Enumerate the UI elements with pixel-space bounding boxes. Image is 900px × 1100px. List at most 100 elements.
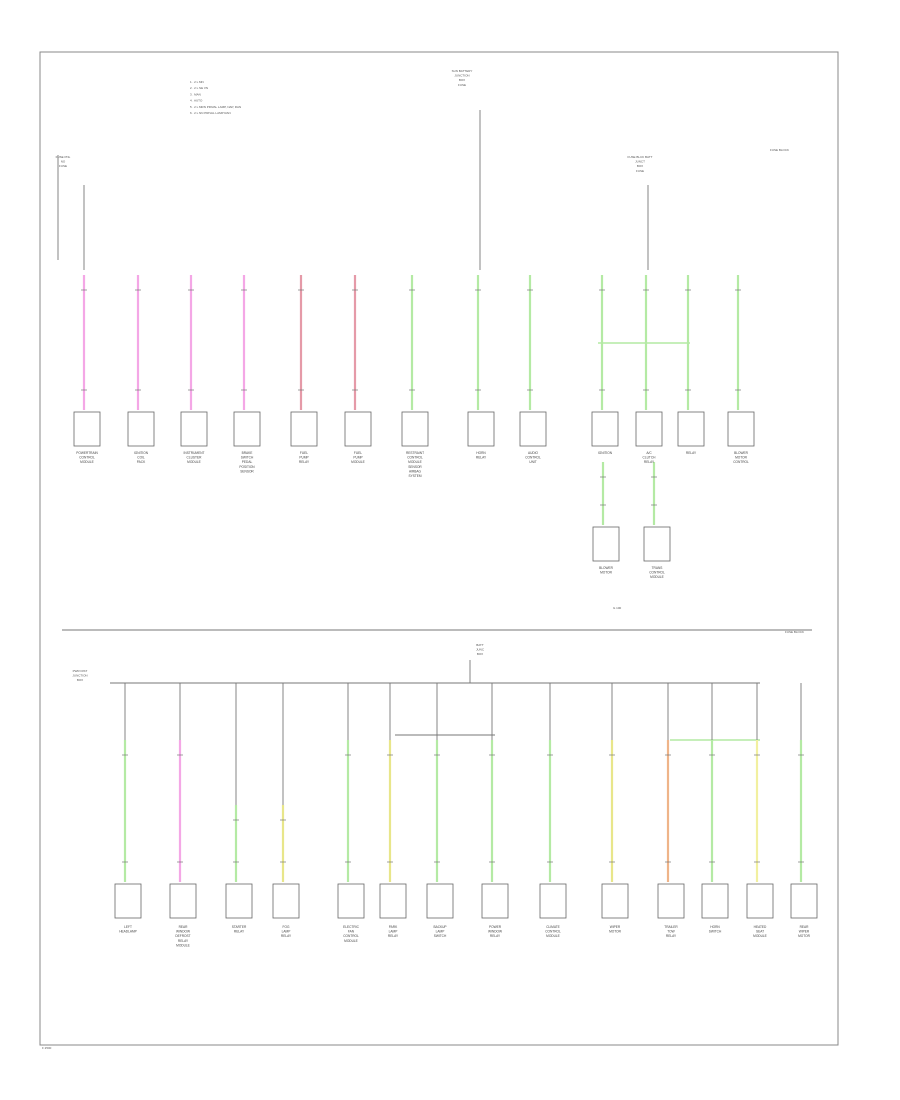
- src-right-line: FUSE: [636, 169, 644, 173]
- component-label: HORN: [476, 451, 486, 455]
- component-t1: [73, 411, 101, 447]
- component-b4: [272, 883, 300, 919]
- component-label: PEDAL: [242, 460, 253, 464]
- component-label: PUMP: [353, 456, 362, 460]
- component-label: RELAY: [644, 460, 655, 464]
- component-b1: [114, 883, 142, 919]
- bsrc-center-line: BATT: [476, 643, 484, 647]
- component-label: PACK: [137, 460, 146, 464]
- component-t5: [290, 411, 318, 447]
- component-label: ELECTRIC: [343, 925, 359, 929]
- component-label: CONTROL: [733, 460, 749, 464]
- component-label: BACKUP: [433, 925, 446, 929]
- component-label: BLOWER: [599, 566, 614, 570]
- component-label: MODULE: [187, 460, 201, 464]
- component-b11: [657, 883, 685, 919]
- component-label: MODULE: [650, 575, 664, 579]
- component-label: PARK: [389, 925, 398, 929]
- component-label: MODULE: [546, 934, 560, 938]
- component-label: RELAY: [666, 934, 677, 938]
- component-label: COIL: [137, 456, 145, 460]
- component-label: TRANS: [652, 566, 663, 570]
- src-left-line: NO: [61, 160, 66, 164]
- component-t14: [643, 526, 671, 562]
- component-label: CLUTCH: [643, 456, 657, 460]
- component-t3: [180, 411, 208, 447]
- component-t11: [635, 411, 663, 447]
- component-label: SYSTEM: [408, 474, 421, 478]
- component-label: MOTOR: [600, 571, 613, 575]
- component-label: SWITCH: [709, 930, 722, 934]
- src-right-line: FUSE BLCK BATT: [628, 155, 653, 159]
- component-label: PUMP: [299, 456, 308, 460]
- component-label: IGNITION: [598, 451, 613, 455]
- component-label: CONTROL: [545, 930, 561, 934]
- top-components: POWERTRAINCONTROLMODULEIGNITIONCOILPACKI…: [73, 411, 755, 579]
- component-b13: [746, 883, 774, 919]
- component-t2: [127, 411, 155, 447]
- component-label: CONTROL: [525, 456, 541, 460]
- component-label: AUDIO: [528, 451, 539, 455]
- component-b5: [337, 883, 365, 919]
- component-label: REAR: [800, 925, 810, 929]
- component-label: REAR: [179, 925, 189, 929]
- component-label: AIRBAG: [409, 469, 422, 473]
- component-t10: [591, 411, 619, 447]
- component-label: INSTRUMENT: [184, 451, 205, 455]
- component-label: CONTROL: [79, 456, 95, 460]
- component-t6: [344, 411, 372, 447]
- component-label: RELAY: [281, 934, 292, 938]
- component-b2: [169, 883, 197, 919]
- page-footer: F 2500: [42, 1046, 52, 1050]
- src-center-line: JUNCTION: [454, 74, 469, 78]
- top-wiring: [57, 110, 741, 525]
- component-t9: [519, 411, 547, 447]
- component-label: HEADLAMP: [119, 930, 137, 934]
- component-t12: [677, 411, 705, 447]
- component-label: SENSOR: [240, 469, 254, 473]
- component-b8: [481, 883, 509, 919]
- component-b12: [701, 883, 729, 919]
- component-label: RELAY: [490, 934, 501, 938]
- bsrc-center-line: BOX: [477, 652, 483, 656]
- component-t15: [592, 526, 620, 562]
- component-label: A/C: [646, 451, 652, 455]
- component-label: BLOWER: [734, 451, 749, 455]
- component-b3: [225, 883, 253, 919]
- legend-line: 5 . 2 L MRN PRIVAL LAMP, NAP, RAN: [190, 105, 241, 109]
- top-footer: G 100: [613, 606, 622, 610]
- component-label: MODULE: [753, 934, 767, 938]
- diagram-frame: [39, 51, 839, 1046]
- legend-line: 6 . 2 L NN PRIVAL LAMP RAN: [190, 111, 231, 115]
- bottom-wiring: [110, 660, 804, 882]
- component-label: MODULE: [344, 939, 358, 943]
- component-b14: [790, 883, 818, 919]
- component-label: UNIT: [529, 460, 536, 464]
- component-label: DEFROST: [175, 934, 190, 938]
- component-label: WINDOW: [488, 930, 502, 934]
- component-label: TOW: [667, 930, 674, 934]
- src-left-line: FUSE PNL: [56, 155, 71, 159]
- bottom-components: LEFTHEADLAMPREARWINDOWDEFROSTRELAYMODULE…: [114, 883, 818, 947]
- component-label: LAMP: [389, 930, 398, 934]
- component-label: CLIMATE: [546, 925, 560, 929]
- component-label: MOTOR: [735, 456, 748, 460]
- component-label: SWITCH: [241, 456, 254, 460]
- component-label: RELAY: [686, 451, 697, 455]
- component-label: CONTROL: [649, 571, 665, 575]
- src-center-line: FUSE: [458, 83, 466, 87]
- component-label: RELAY: [178, 939, 189, 943]
- component-label: FAN: [348, 930, 355, 934]
- component-label: WINDOW: [176, 930, 190, 934]
- component-label: POWER: [489, 925, 502, 929]
- component-label: CONTROL: [407, 456, 423, 460]
- component-label: WIPER: [610, 925, 621, 929]
- component-b9: [539, 883, 567, 919]
- component-label: MOTOR: [609, 930, 622, 934]
- component-label: FOG: [283, 925, 290, 929]
- bsrc-left-line: BOX: [77, 678, 83, 682]
- component-label: MODULE: [351, 460, 365, 464]
